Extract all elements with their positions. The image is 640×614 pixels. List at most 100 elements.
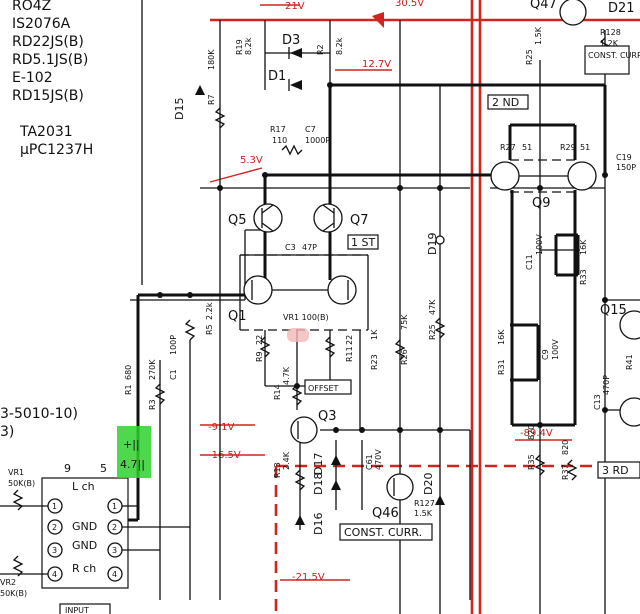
value-r5: 2.2k	[205, 302, 214, 320]
value-r27: 51	[522, 143, 532, 152]
label-r23: R23	[370, 354, 379, 370]
second-text: 2 ND	[492, 96, 519, 109]
value-r26: 75K	[400, 314, 409, 330]
input-pots: VR1 50K(B) VR2 50K(B)	[0, 468, 35, 598]
label-r37: R37	[561, 464, 570, 480]
value-c9: 100V	[551, 339, 560, 360]
label-r9: R9	[255, 351, 264, 362]
voltage-neg-21-5v: -21.5V	[292, 572, 325, 583]
label-r1: R1	[124, 384, 133, 395]
pin9-label: 9	[64, 462, 71, 475]
value-r128: 1.2K	[600, 39, 619, 48]
label-d17: D17	[312, 453, 325, 475]
voltage-12-7v: 12.7V	[362, 59, 391, 70]
label-r31: R31	[497, 359, 506, 375]
label-c13: C13	[593, 394, 602, 410]
value-c13: 470P	[602, 375, 611, 395]
lch-label: L ch	[72, 480, 95, 493]
left-ref-2: 3)	[0, 424, 14, 440]
label-r19: R19	[235, 39, 244, 55]
value-r11: 22	[345, 335, 354, 345]
diode-d1: D1	[268, 69, 302, 91]
vr-input-2: VR2	[0, 578, 16, 587]
label-d1: D1	[268, 69, 286, 84]
value-r17: 110	[272, 136, 287, 145]
voltage-21v: 21V	[285, 1, 305, 12]
label-q15: Q15	[600, 303, 627, 318]
part-3: RD5.1JS(B)	[12, 52, 88, 68]
third-text: 3 RD	[602, 464, 629, 477]
label-c9: C9	[541, 349, 550, 360]
const-curr-top-text: CONST. CURR.	[588, 51, 640, 60]
label-r29: R29	[560, 143, 576, 152]
transistor-q46: Q46	[372, 473, 414, 521]
box-const-curr-bottom: CONST. CURR.	[339, 523, 433, 541]
value-c7: 1000P	[305, 136, 330, 145]
voltage-neg-16-5v: -16.5V	[208, 450, 241, 461]
diode-d16: D16	[295, 513, 325, 535]
label-c11: C11	[525, 254, 534, 270]
label-c3: C3	[285, 243, 296, 252]
value-r31: 16K	[497, 329, 506, 345]
offset-text: OFFSET	[308, 384, 338, 393]
transistor-q1: Q1	[228, 275, 357, 324]
value-r13: 2.4K	[282, 451, 291, 470]
label-d15: D15	[173, 98, 186, 120]
label-d16: D16	[312, 513, 325, 535]
label-c61: C61	[365, 454, 374, 470]
label-r5: R5	[205, 324, 214, 335]
value-r37: 820	[561, 440, 570, 455]
part-7: μPC1237H	[20, 142, 93, 158]
vr-input-1: VR1	[8, 468, 24, 477]
label-d3: D3	[282, 33, 300, 48]
voltage-neg-89-4v: -89.4V	[520, 428, 553, 439]
part-4: E-102	[12, 70, 53, 86]
left-ref-1: 3-5010-10)	[0, 406, 78, 422]
voltage-neg-9-1v: -9.1V	[208, 422, 235, 433]
label-r26: R26	[400, 349, 409, 365]
value-c1: 100P	[169, 335, 178, 355]
pin5-label: 5	[100, 462, 107, 475]
label-q3: Q3	[318, 409, 337, 424]
value-c3: 47P	[302, 243, 317, 252]
diode-d3: D3	[265, 33, 330, 59]
transistor-q9: Q9	[490, 161, 597, 211]
junction-dots	[157, 82, 608, 433]
value-r19: 8.2k	[244, 37, 253, 55]
capacitor-labels: C3 47P C19 150P C11 100V C9 100V C1 100P…	[169, 153, 636, 470]
pin-l1: 1	[52, 502, 57, 511]
label-r25b: R25	[428, 324, 437, 340]
value-c11: 100V	[535, 234, 544, 255]
input-text: INPUT	[65, 606, 89, 614]
label-r3: R3	[148, 399, 157, 410]
label-r33: R33	[579, 269, 588, 285]
value-r7: 180K	[207, 49, 216, 70]
label-q47: Q47	[530, 0, 557, 12]
pin-r2: 2	[112, 523, 117, 532]
value-c19: 150P	[616, 163, 636, 172]
vr-input-2-value: 50K(B)	[0, 589, 27, 598]
vr1-highlight	[287, 328, 309, 342]
value-r29: 51	[580, 143, 590, 152]
value-r127: 1.5K	[414, 509, 433, 518]
transistor-right-lower	[619, 397, 640, 427]
diode-d15: D15	[173, 85, 205, 120]
label-q9: Q9	[532, 196, 551, 211]
transistor-q3: Q3	[290, 409, 337, 444]
label-r127: R127	[414, 499, 435, 508]
diode-d18-d17: D18 D17	[312, 453, 341, 495]
label-q1: Q1	[228, 309, 247, 324]
part-2: RD22JS(B)	[12, 34, 84, 50]
label-r35: R35	[527, 454, 536, 470]
value-r2: 8.2k	[335, 37, 344, 55]
label-r7: R7	[207, 94, 216, 105]
part-6: TA2031	[19, 124, 73, 140]
transistor-q5: Q5	[228, 203, 283, 233]
label-r41: R41	[625, 354, 634, 370]
label-r11: R11	[345, 346, 354, 362]
label-r25: R25	[525, 49, 534, 65]
green-highlight-note: +|| 4.7||	[117, 426, 151, 478]
label-c7: C7	[305, 125, 316, 134]
label-c1: C1	[169, 369, 178, 380]
